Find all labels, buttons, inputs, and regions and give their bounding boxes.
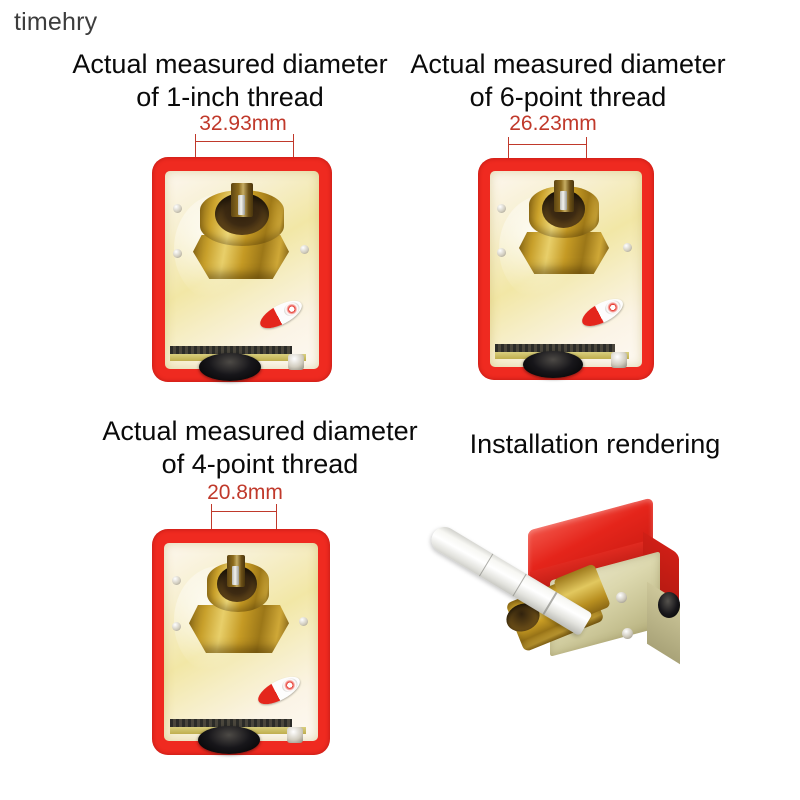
flow-switch-photo-4-point xyxy=(152,529,330,755)
stem-tip xyxy=(560,191,567,210)
rivet-icon xyxy=(172,576,181,585)
rivet-icon xyxy=(299,617,308,626)
rivet-icon xyxy=(300,245,309,254)
body-screw xyxy=(622,628,633,639)
stem-tip xyxy=(232,566,239,585)
cable-grommet xyxy=(198,726,260,754)
rivet-icon xyxy=(623,243,632,252)
terminal-screw xyxy=(288,354,304,370)
rivet-icon xyxy=(497,204,506,213)
flow-switch-photo-6-point xyxy=(478,158,654,380)
terminal-screw xyxy=(287,727,303,743)
rivet-icon xyxy=(172,622,181,631)
dimension-label-4-point: 20.8mm xyxy=(207,481,283,504)
stem-tip xyxy=(238,195,245,215)
rivet-icon xyxy=(173,204,182,213)
rivet-icon xyxy=(497,248,506,257)
foam-strip xyxy=(170,719,292,728)
installation-rendering-photo xyxy=(400,497,700,790)
watermark-timehry: timehry xyxy=(14,8,98,36)
brass-hex-nut xyxy=(189,605,289,653)
foam-strip xyxy=(170,346,292,355)
side-port-icon xyxy=(658,592,680,618)
caption-6-point: Actual measured diameter of 6-point thre… xyxy=(410,49,726,112)
caption-4-point: Actual measured diameter of 4-point thre… xyxy=(102,416,418,479)
body-screw xyxy=(616,592,627,603)
dimension-label-1-inch: 32.93mm xyxy=(199,112,287,135)
caption-installation: Installation rendering xyxy=(469,429,721,459)
brass-hex-nut xyxy=(519,232,609,274)
rivet-icon xyxy=(173,249,182,258)
terminal-screw xyxy=(611,352,627,368)
dimension-label-6-point: 26.23mm xyxy=(509,112,597,135)
foam-strip xyxy=(495,344,615,353)
cable-grommet xyxy=(523,351,583,378)
flow-switch-photo-1-inch xyxy=(152,157,332,382)
caption-1-inch: Actual measured diameter of 1-inch threa… xyxy=(72,49,388,112)
cable-grommet xyxy=(199,353,261,381)
